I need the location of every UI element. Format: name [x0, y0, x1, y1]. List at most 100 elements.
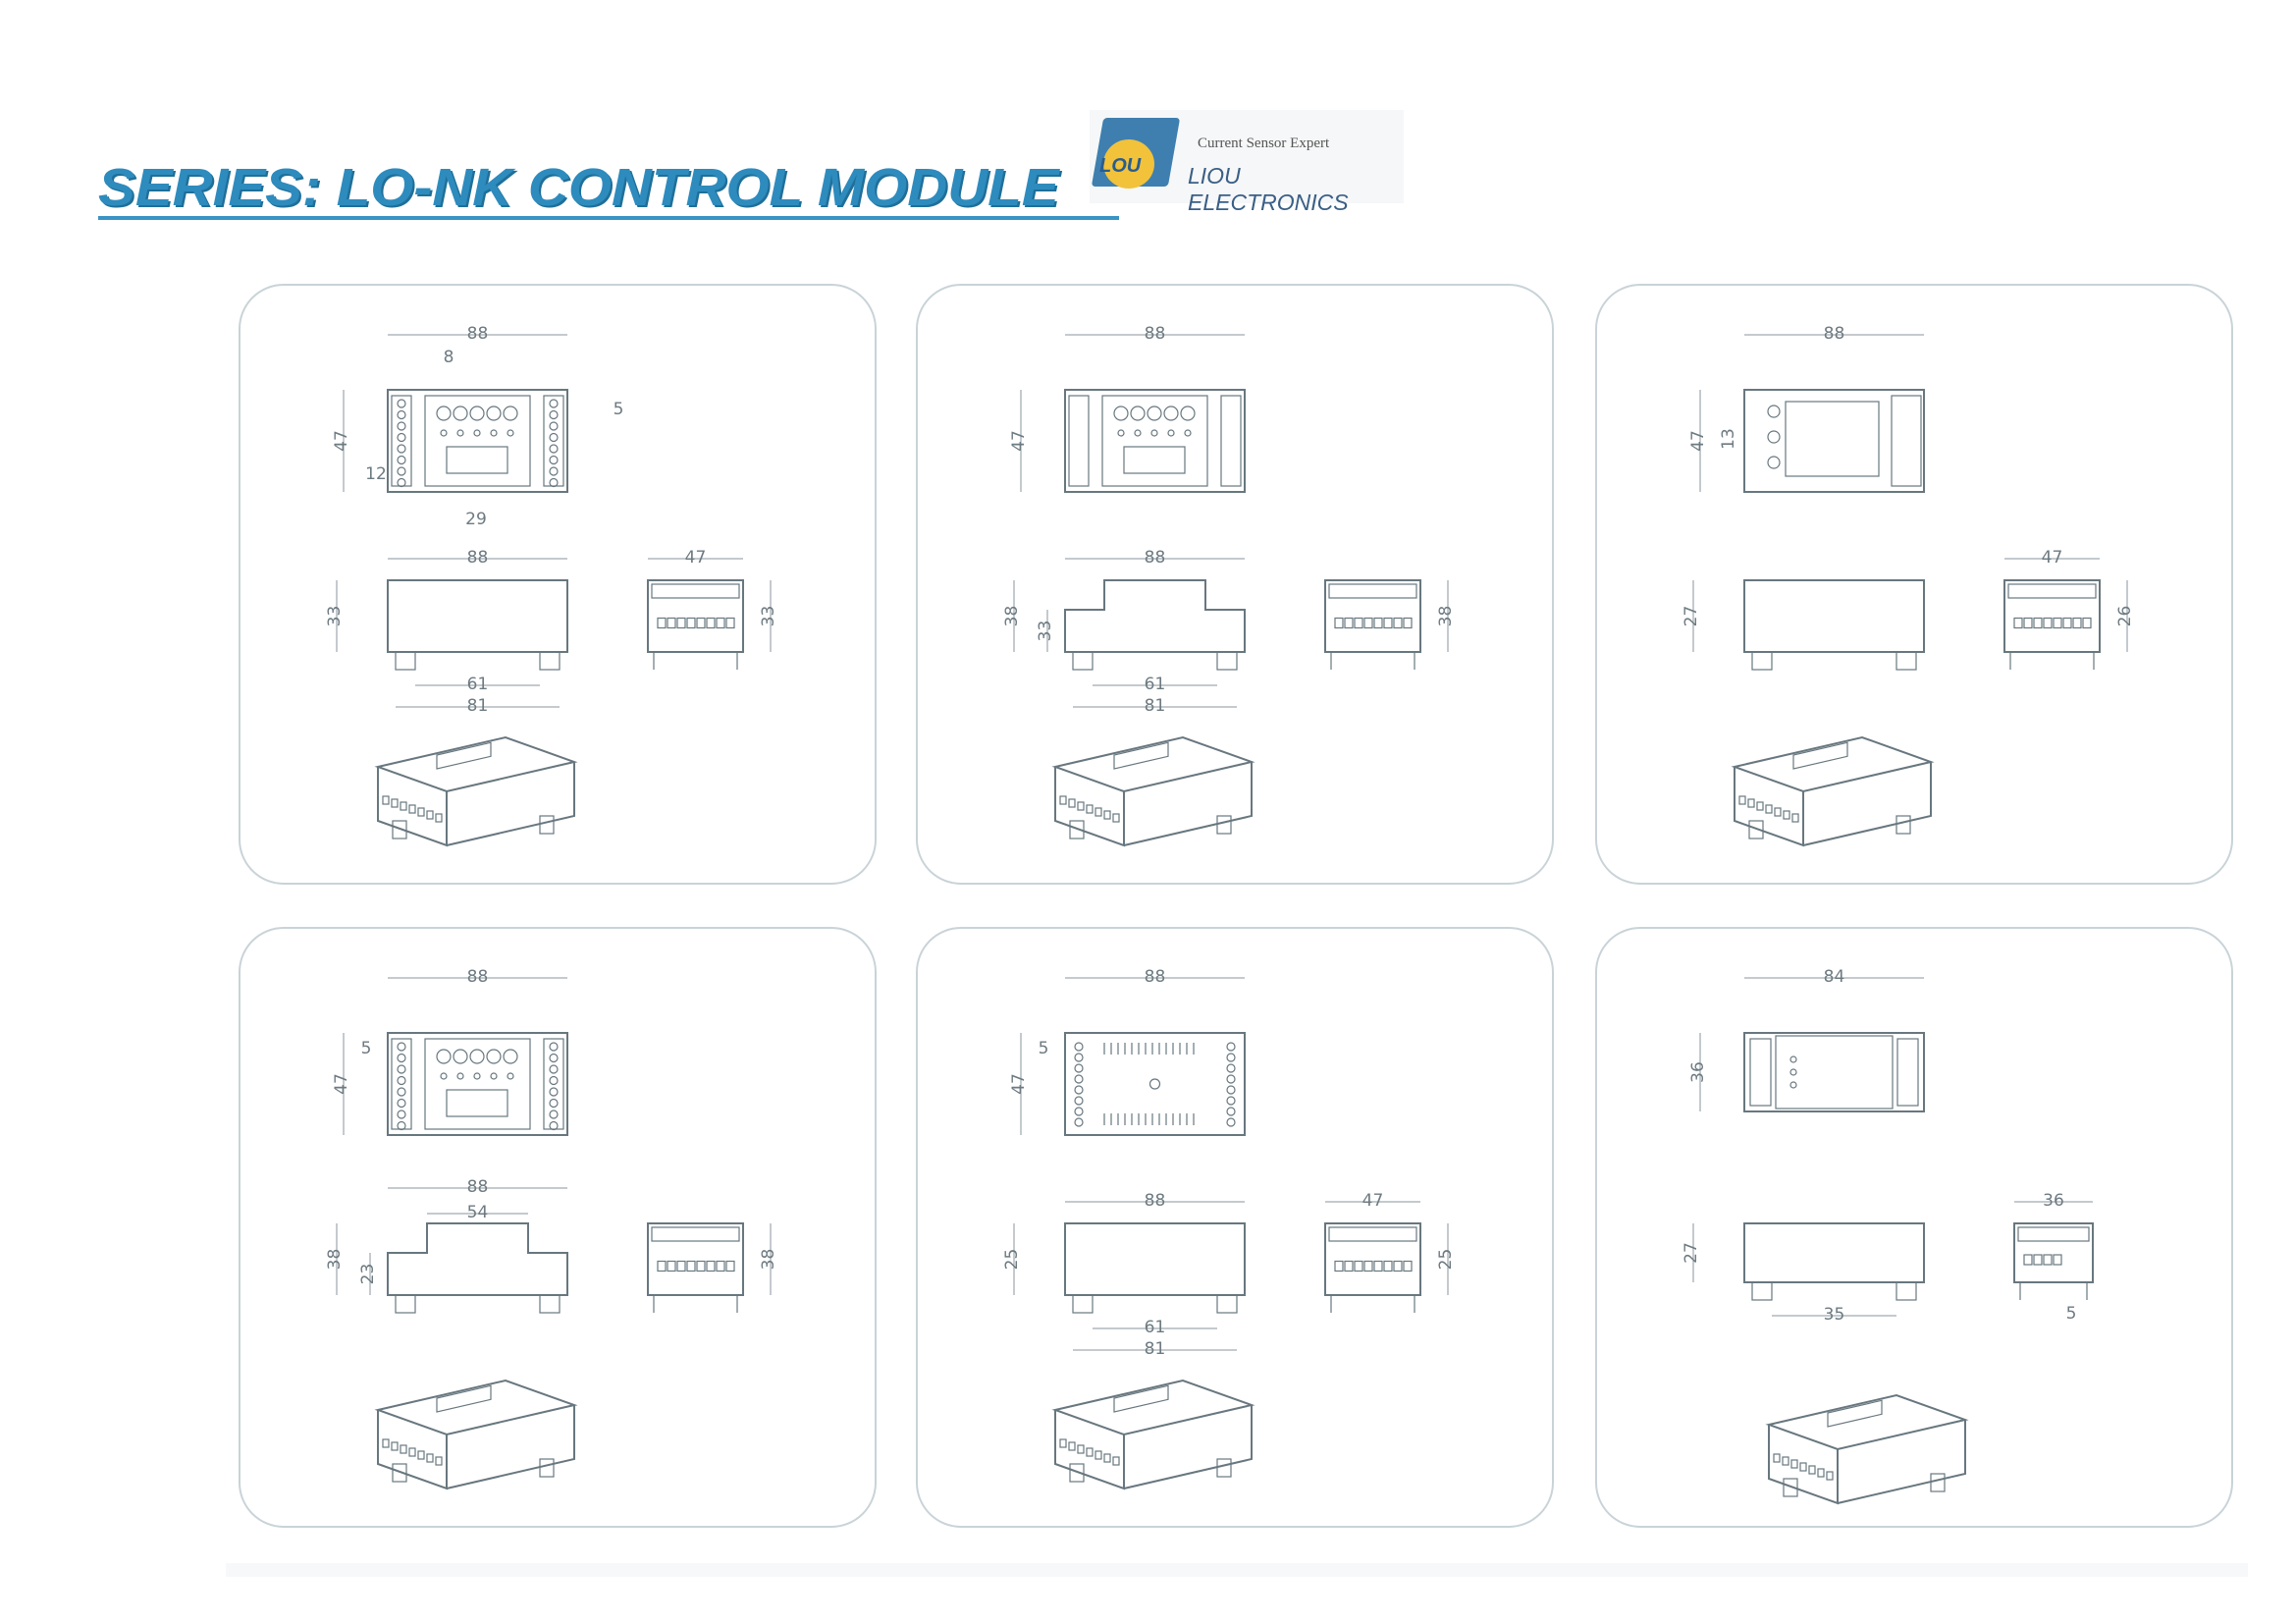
- led-indicator: [473, 1072, 481, 1080]
- iso-terminal: [382, 795, 390, 805]
- terminal-port: [676, 1260, 686, 1272]
- control-face: [1101, 395, 1208, 487]
- isometric-view: [374, 1379, 578, 1490]
- terminal-screw: [397, 1075, 406, 1086]
- terminal-cover: [1891, 395, 1922, 487]
- button: [1130, 406, 1146, 421]
- terminal-screw: [1074, 1053, 1084, 1062]
- iso-front: [377, 1410, 448, 1490]
- din-foot: [1072, 651, 1094, 671]
- side-height-dim: 27: [1682, 1242, 1701, 1264]
- end-cover: [1328, 583, 1417, 599]
- din-foot: [539, 1294, 561, 1314]
- iso-foot: [1069, 820, 1085, 839]
- terminal-screw: [397, 421, 406, 431]
- terminal-screw: [397, 1087, 406, 1097]
- iso-foot: [1783, 1478, 1798, 1497]
- terminal-port: [1363, 617, 1373, 629]
- foot-outer-dim: 81: [1145, 696, 1166, 716]
- terminal-screw: [1226, 1053, 1236, 1062]
- top-width-dim: 88: [467, 324, 489, 344]
- iso-display: [1113, 741, 1169, 770]
- terminal-screw: [397, 1110, 406, 1119]
- display-window: [1123, 446, 1186, 474]
- led-indicator: [456, 1072, 464, 1080]
- top-extra-dim: 5: [361, 1039, 372, 1058]
- iso-terminal: [1095, 807, 1102, 817]
- iso-front: [1054, 1410, 1125, 1490]
- top-view-outline: [1064, 389, 1246, 493]
- mount-bracket: [1749, 1038, 1772, 1107]
- terminal-port: [2043, 617, 2053, 629]
- top-height-dim: 47: [332, 1073, 351, 1095]
- top-view-outline: [1743, 1032, 1925, 1112]
- top-extra-dim: 12: [365, 464, 387, 484]
- terminal-screw: [1226, 1107, 1236, 1116]
- iso-terminal: [435, 813, 443, 823]
- iso-terminal: [1077, 801, 1085, 811]
- terminal-port: [1354, 1260, 1363, 1272]
- iso-display: [436, 1384, 492, 1413]
- terminal-screw: [397, 399, 406, 408]
- page-title: SERIES: LO-NK CONTROL MODULE: [98, 158, 1059, 217]
- iso-terminal: [1059, 795, 1067, 805]
- terminal-screw: [549, 399, 559, 408]
- footer-band: [226, 1563, 2248, 1577]
- iso-terminal: [1783, 810, 1790, 820]
- iso-foot: [539, 1458, 555, 1478]
- iso-side: [1802, 762, 1932, 846]
- top-width-dim: 88: [1145, 967, 1166, 987]
- terminal-port: [2072, 617, 2082, 629]
- foot-outer-dim: 81: [467, 696, 489, 716]
- side-height-dim: 38: [1002, 606, 1022, 627]
- side-height2-dim: 33: [1036, 621, 1055, 642]
- iso-terminal: [391, 798, 399, 808]
- terminal-port: [1363, 1260, 1373, 1272]
- led-indicator: [1184, 429, 1192, 437]
- led-indicator: [440, 1072, 448, 1080]
- foot-inner-dim: 35: [1824, 1305, 1845, 1325]
- side-width-dim: 88: [1145, 548, 1166, 568]
- terminal-screw: [1226, 1074, 1236, 1084]
- foot-inner-dim: 61: [1145, 675, 1166, 694]
- iso-terminal: [1112, 1456, 1120, 1466]
- side-view-outline: [1064, 1222, 1246, 1296]
- foot-inner-dim: 61: [467, 675, 489, 694]
- terminal-screw: [549, 1110, 559, 1119]
- end-view-outline: [1324, 579, 1421, 653]
- iso-terminal: [1774, 807, 1782, 817]
- terminal-port: [696, 617, 706, 629]
- terminal-screw: [397, 1120, 406, 1131]
- top-width-dim: 84: [1824, 967, 1845, 987]
- iso-terminal: [1738, 795, 1746, 805]
- end-extra-dim: 5: [2066, 1304, 2077, 1324]
- iso-side: [446, 1405, 575, 1489]
- top-width-dim: 88: [1824, 324, 1845, 344]
- iso-foot: [1748, 820, 1764, 839]
- din-foot: [1216, 651, 1238, 671]
- control-face: [424, 395, 531, 487]
- terminal-screw: [549, 1075, 559, 1086]
- terminal-port: [686, 617, 696, 629]
- terminal-screw: [397, 455, 406, 465]
- end-view-outline: [1324, 1222, 1421, 1296]
- iso-foot: [1216, 1458, 1232, 1478]
- iso-terminal: [1077, 1444, 1085, 1454]
- terminal-port: [716, 1260, 725, 1272]
- button: [1163, 406, 1179, 421]
- iso-foot: [392, 820, 407, 839]
- terminal-screw: [549, 409, 559, 420]
- led-indicator: [440, 429, 448, 437]
- terminal-screw: [1074, 1096, 1084, 1106]
- top-extra-dim: 13: [1719, 428, 1738, 450]
- terminal-port: [1373, 617, 1383, 629]
- isometric-view: [1051, 735, 1255, 847]
- terminal-screw: [1226, 1117, 1236, 1127]
